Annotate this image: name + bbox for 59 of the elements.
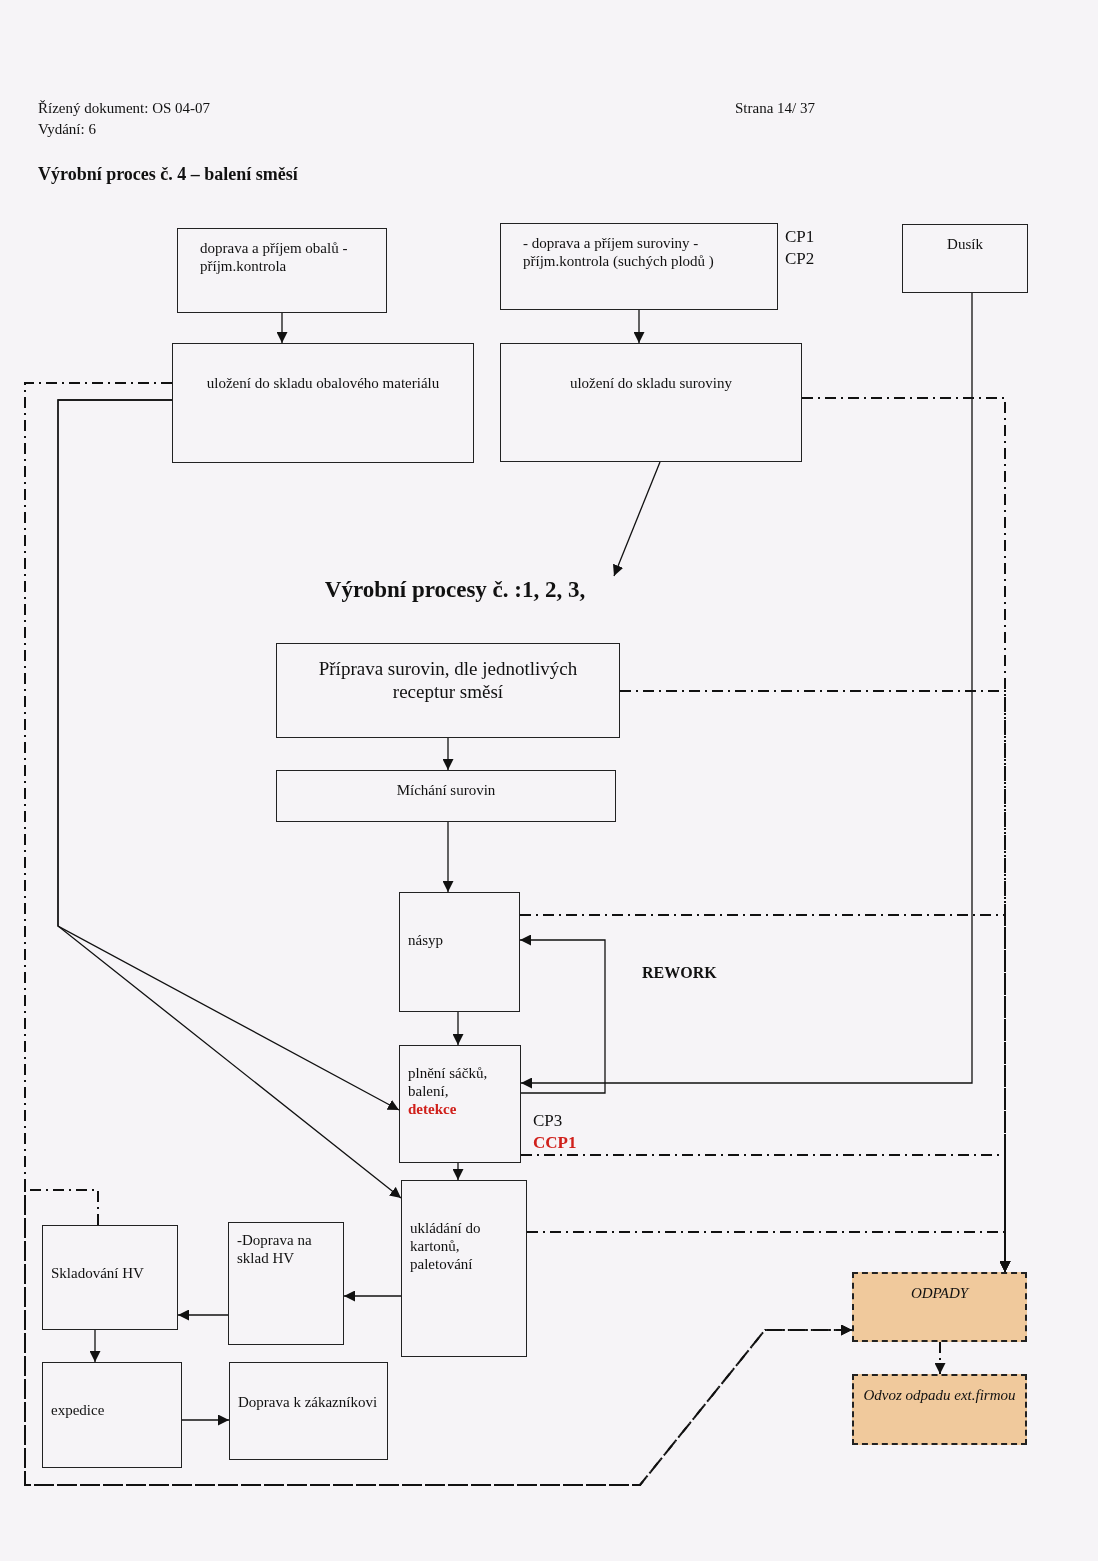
dash-dot-arrow <box>934 1341 946 1375</box>
node-text: násyp <box>408 931 444 949</box>
node-text: ODPADY <box>909 1284 971 1302</box>
dash-dot-arrow <box>526 1231 1011 1273</box>
node-text: Dusík <box>946 235 984 253</box>
node-text: Příprava surovin, dle jednotlivých receptur směsí <box>317 658 579 704</box>
process-box <box>177 228 387 313</box>
node-text: Skladování HV <box>51 1264 145 1282</box>
process-box <box>229 1362 388 1460</box>
dash-dot-arrow <box>24 1189 853 1486</box>
control-point-label: CP1 <box>785 226 815 248</box>
node-text: uložení do skladu obalového materiálu <box>205 374 441 392</box>
dash-dot-arrow <box>24 382 853 1486</box>
control-point-label: CP2 <box>785 248 815 270</box>
process-box <box>500 223 778 310</box>
node-text: expedice <box>51 1401 106 1419</box>
header-text: Strana 14/ 37 <box>735 100 815 117</box>
process-box <box>500 343 802 462</box>
process-heading: Výrobní procesy č. :1, 2, 3, <box>323 576 587 604</box>
arrow <box>613 461 661 577</box>
node-text: - doprava a příjem suroviny - příjm.kontrola (suchých plodů ) <box>523 234 715 270</box>
waste-box <box>852 1272 1027 1342</box>
arrow <box>519 934 606 1094</box>
process-box <box>42 1225 178 1330</box>
arrow <box>633 309 645 344</box>
node-text: -Doprava na sklad HV <box>237 1231 313 1267</box>
node-text: Míchání surovin <box>395 781 497 799</box>
arrow <box>452 1011 464 1046</box>
arrow <box>181 1414 230 1426</box>
arrow <box>343 1290 402 1302</box>
arrow <box>442 737 454 771</box>
process-box <box>276 770 616 822</box>
arrow <box>177 1309 229 1321</box>
process-box <box>42 1362 182 1468</box>
process-box <box>401 1180 527 1357</box>
process-box <box>276 643 620 738</box>
header-text: Vydání: 6 <box>38 121 96 138</box>
control-point-label: CP3 <box>533 1110 563 1132</box>
node-text: Odvoz odpadu ext.firmou <box>862 1386 1017 1404</box>
node-text: uložení do skladu suroviny <box>568 374 734 392</box>
process-box <box>902 224 1028 293</box>
process-box <box>172 343 474 463</box>
arrow <box>452 1162 464 1181</box>
control-point-label: CCP1 <box>533 1132 577 1154</box>
node-text: ukládání do kartonů, paletování <box>410 1219 482 1273</box>
process-box <box>399 1045 521 1163</box>
page-title: Výrobní proces č. 4 – balení směsí <box>38 164 298 185</box>
node-text: Doprava k zákazníkovi <box>238 1393 379 1411</box>
header-text: Řízený dokument: OS 04-07 <box>38 100 211 117</box>
process-box <box>228 1222 344 1345</box>
arrow <box>442 821 454 893</box>
node-text: doprava a příjem obalů - příjm.kontrola <box>200 239 349 275</box>
arrow <box>276 312 288 344</box>
node-text: detekce <box>408 1100 458 1118</box>
arrow <box>89 1329 101 1363</box>
process-box <box>399 892 520 1012</box>
arrow <box>520 292 973 1089</box>
waste-box <box>852 1374 1027 1445</box>
node-text: plnění sáčků, balení, <box>408 1064 489 1100</box>
